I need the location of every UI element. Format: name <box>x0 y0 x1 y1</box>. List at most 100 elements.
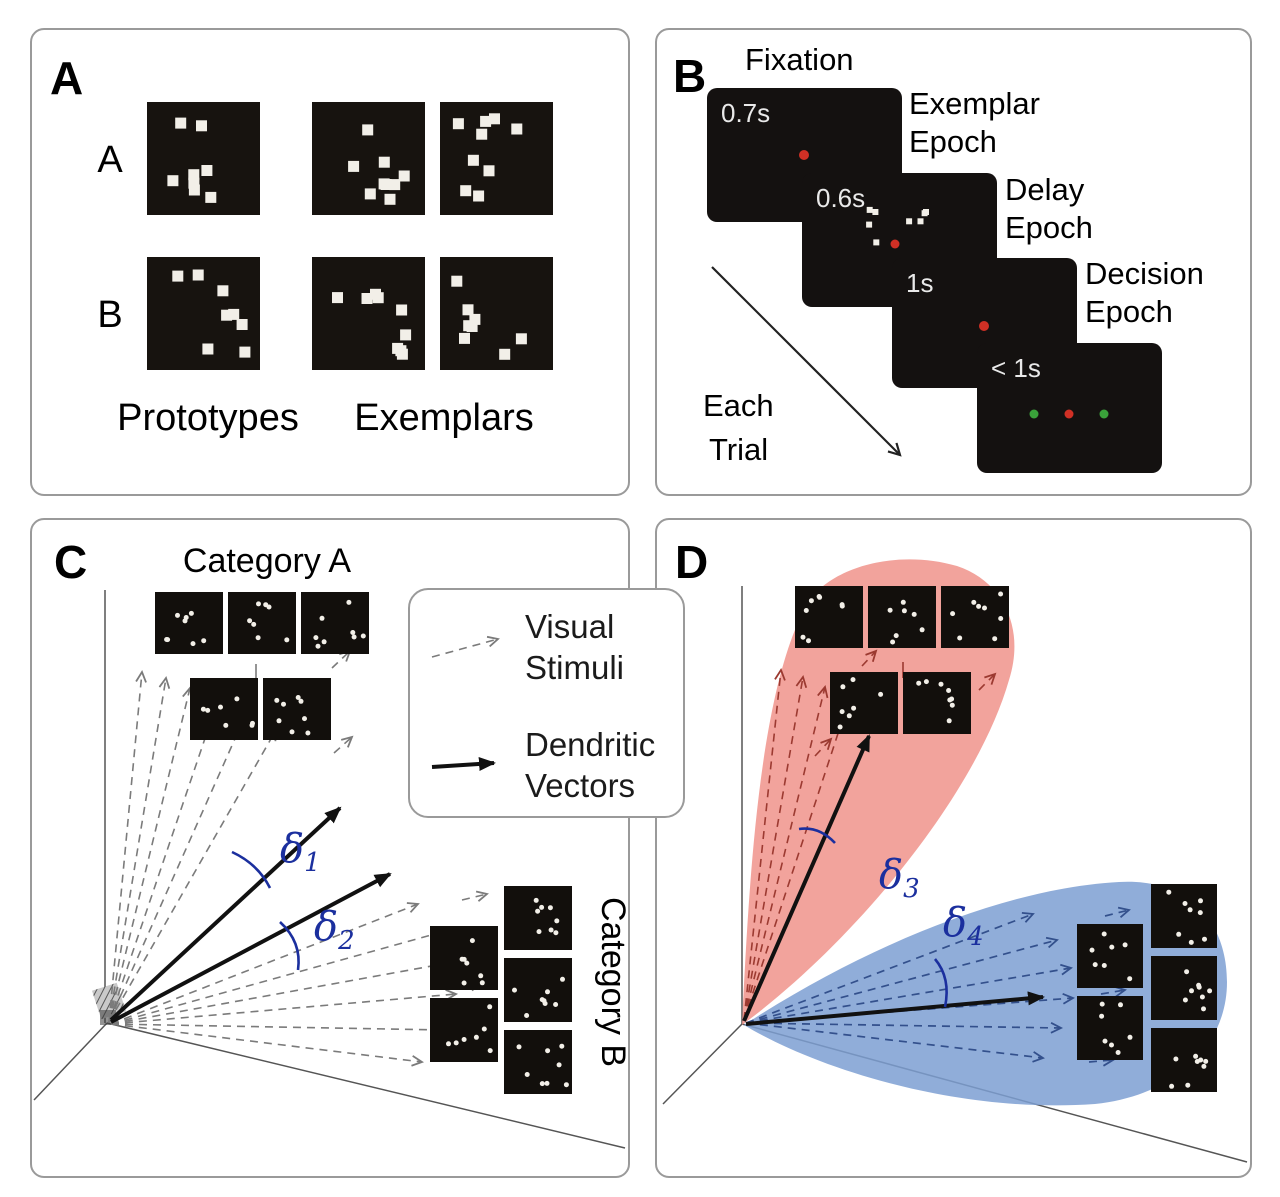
stimulus-dot <box>487 1048 493 1054</box>
panel-b-letter: B <box>673 50 706 102</box>
visual-stimuli-arrows-a <box>108 649 354 1023</box>
stimulus-dot <box>563 1082 569 1088</box>
legend-visual-line2: Stimuli <box>525 649 625 687</box>
legend-visual-line1: Visual <box>525 608 615 645</box>
stimulus-square <box>868 586 936 648</box>
dot-pattern <box>167 117 217 203</box>
stimulus-dot <box>539 997 545 1003</box>
stimulus-square <box>301 592 369 654</box>
stimulus-dot <box>1201 1006 1206 1012</box>
stimulus-dot <box>817 594 823 600</box>
solid-arrow-icon <box>431 756 496 771</box>
delay-epoch-line2: Epoch <box>1005 210 1093 245</box>
stimulus-dot <box>480 115 492 127</box>
stimulus-dot <box>461 980 467 986</box>
stimulus-dot <box>971 599 977 605</box>
dot-pattern <box>516 1043 569 1088</box>
stimulus-dot <box>384 193 396 205</box>
visual-stimulus-arrow <box>110 1023 447 1036</box>
stimulus-dot <box>175 612 180 618</box>
stimulus-dot <box>489 113 500 125</box>
stimulus-square <box>1151 956 1217 1020</box>
stimulus-dot <box>389 179 401 191</box>
stimulus-dot <box>284 637 290 643</box>
stimulus-dot <box>1185 1082 1191 1088</box>
fixation-dot <box>799 150 809 160</box>
row-b-label: B <box>97 294 122 336</box>
stimulus-dot <box>321 639 327 645</box>
stimulus-dot <box>851 705 857 711</box>
stimulus-dot <box>535 908 541 914</box>
stimulus-dot <box>190 641 196 647</box>
dendritic-vector-arrow-icon <box>431 756 496 771</box>
dendritic-vector-2 <box>110 872 392 1024</box>
dot-pattern <box>313 599 366 649</box>
panel-a-letter: A <box>50 52 83 104</box>
visual-stimuli-arrow-icon <box>431 636 500 659</box>
stimulus-dot <box>808 598 814 604</box>
stimulus-dot <box>1102 1038 1108 1044</box>
stimulus-dot <box>481 1026 487 1032</box>
visual-stimulus-arrow <box>108 728 277 1023</box>
stimulus-dot <box>544 1080 550 1086</box>
stimulus-dot <box>188 610 194 616</box>
stimulus-dot <box>281 701 286 707</box>
stimulus-dot <box>346 599 352 605</box>
visual-stimulus-arrow-short <box>1088 1055 1116 1067</box>
stimulus-dot <box>524 1072 530 1077</box>
stimulus-dot <box>446 1041 451 1047</box>
stimulus-dot <box>545 989 550 995</box>
stimulus-dot <box>1189 988 1194 994</box>
stimulus-dot <box>364 188 376 200</box>
stimulus-dot <box>313 635 319 641</box>
visual-stimulus-arrow <box>108 698 221 1023</box>
delta-2-arc <box>279 921 300 971</box>
stimulus-dot <box>462 304 474 316</box>
row-a-label: A <box>97 139 123 181</box>
stimulus-dot <box>1202 936 1207 942</box>
stimulus-dot <box>949 702 955 708</box>
dot-pattern <box>1089 931 1133 982</box>
dot-pattern <box>332 288 412 360</box>
stimulus-dot <box>1115 1050 1121 1055</box>
stimulus-dot <box>188 177 200 189</box>
exemplars-caption: Exemplars <box>354 397 534 439</box>
stimulus-dot <box>1092 962 1098 968</box>
fixation-dot <box>1064 409 1074 419</box>
visual-stimulus-arrow <box>743 685 829 1021</box>
stimulus-dot <box>476 128 488 140</box>
fixation-label: Fixation <box>745 42 854 77</box>
stimulus-square <box>155 592 223 654</box>
stimulus-dot <box>553 930 559 936</box>
dot-pattern <box>512 976 565 1018</box>
stimulus-dot <box>332 292 343 304</box>
stimulus-square <box>903 672 971 734</box>
stimulus-dot <box>305 730 311 736</box>
exemplar-epoch-line2: Epoch <box>909 124 997 159</box>
stimulus-dot <box>837 724 843 730</box>
dot-pattern <box>164 610 207 647</box>
stimulus-dot <box>1193 1053 1199 1059</box>
stimulus-dot <box>192 269 204 281</box>
stimulus-dot <box>201 165 213 176</box>
visual-stimulus-arrow-short <box>978 672 997 691</box>
delta-1-label: δ1 <box>280 826 321 878</box>
stimulus-dot <box>1109 1042 1114 1048</box>
stimulus-dot <box>247 618 253 624</box>
stimulus-dot <box>461 1037 467 1042</box>
stimulus-dot <box>887 607 893 613</box>
stimulus-dot <box>1118 1002 1123 1008</box>
stimulus-dot <box>483 165 495 177</box>
stimulus-dot <box>236 319 248 330</box>
stimulus-dot <box>1182 901 1188 906</box>
visual-stimulus-arrow-short <box>1100 985 1127 998</box>
visual-stimulus-arrow-short <box>814 737 833 757</box>
dot-pattern <box>451 275 527 360</box>
stimulus-dot <box>350 630 356 635</box>
stimulus-dot <box>839 603 845 609</box>
stimulus-dot <box>315 643 321 649</box>
fixation-dot <box>979 321 989 331</box>
decision-epoch-line1: Decision <box>1085 256 1204 291</box>
stimulus-dot <box>900 599 906 605</box>
category-b-stimuli <box>1077 884 1217 1092</box>
